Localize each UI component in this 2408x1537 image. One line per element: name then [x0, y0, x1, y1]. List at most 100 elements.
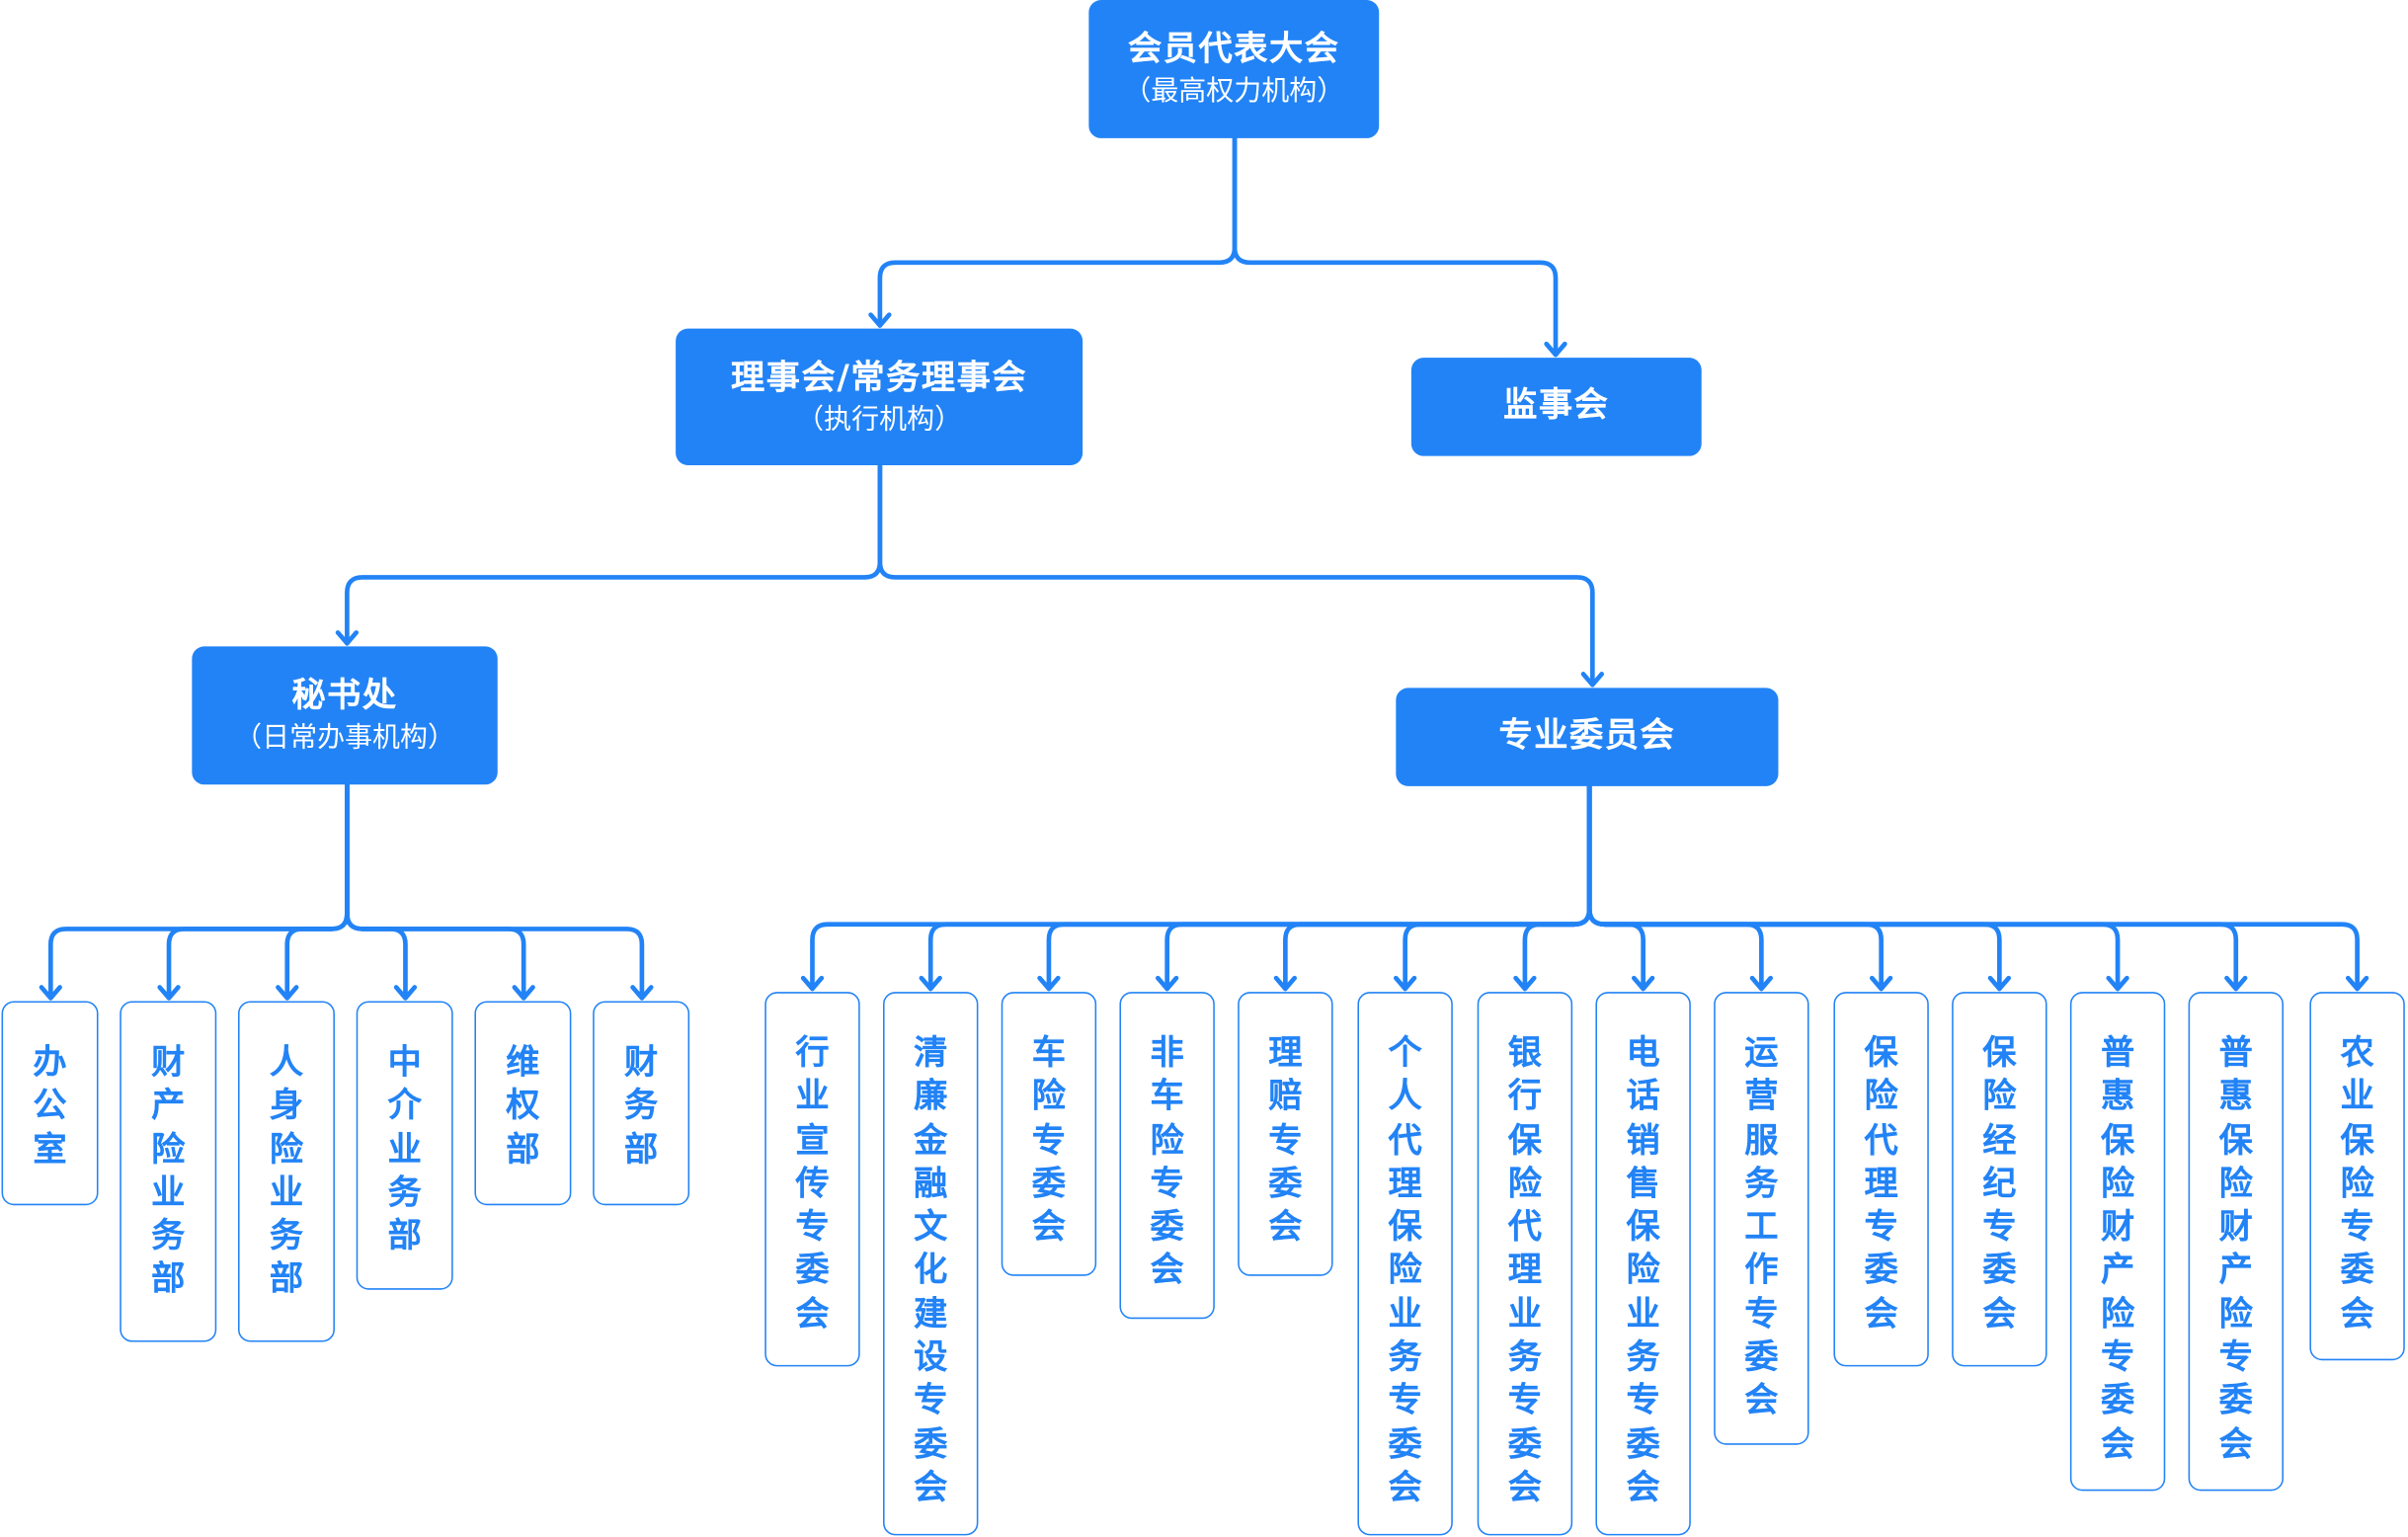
arrow-head	[1580, 672, 1604, 688]
connector	[927, 783, 1592, 992]
connector	[877, 462, 1595, 688]
committee-box: 非车险专委会	[1119, 992, 1215, 1320]
committee-label: 行业宣传专委会	[795, 1034, 830, 1335]
council-title: 理事会/常务理事会	[731, 358, 1028, 397]
arrow-head	[1273, 975, 1298, 992]
connector	[1586, 783, 1884, 992]
department-box: 中介业务部	[356, 1001, 453, 1290]
connector	[166, 781, 350, 1001]
committee-label: 非车险专委会	[1150, 1034, 1184, 1291]
arrow-head	[630, 985, 654, 1001]
node-supervisory-board: 监事会	[1410, 358, 1702, 456]
arrow-head	[1987, 975, 2012, 992]
arrow-head	[1631, 975, 1655, 992]
connector	[1046, 783, 1592, 992]
committee-label: 普惠保险财产险专委会	[2100, 1034, 2135, 1465]
committee-label: 运营服务工作专委会	[1744, 1034, 1779, 1421]
connector	[1586, 783, 2002, 992]
council-subtitle: （执行机构）	[796, 403, 963, 436]
arrow-head	[1544, 341, 1567, 358]
department-box: 财产险业务部	[120, 1001, 217, 1342]
node-council: 理事会/常务理事会 （执行机构）	[676, 328, 1084, 465]
arrow-head	[800, 975, 825, 992]
committee-box: 保险代理专委会	[1833, 992, 1929, 1367]
department-label: 财务部	[624, 1043, 659, 1170]
department-box: 办公室	[1, 1001, 99, 1206]
node-special-committees: 专业委员会	[1396, 688, 1779, 786]
connector	[47, 781, 350, 1001]
arrow-head	[1869, 975, 1893, 992]
connector	[1586, 783, 2360, 992]
general-assembly-title: 会员代表大会	[1127, 31, 1340, 69]
connector	[1232, 135, 1559, 358]
connector	[1586, 783, 2239, 992]
committee-label: 电话销售保险业务专委会	[1626, 1034, 1660, 1508]
committee-label: 银行保险代理业务专委会	[1507, 1034, 1543, 1508]
secretariat-subtitle: （日常办事机构）	[234, 721, 455, 755]
committee-label: 清廉金融文化建设专委会	[914, 1034, 948, 1508]
arrow-head	[2224, 975, 2248, 992]
department-label: 中介业务部	[387, 1043, 422, 1256]
arrow-head	[1393, 975, 1417, 992]
department-label: 办公室	[33, 1043, 67, 1170]
committee-label: 保险代理专委会	[1864, 1034, 1898, 1335]
arrow-head	[512, 985, 535, 1001]
committee-box: 普惠保险财产险专委会	[2069, 992, 2166, 1492]
committee-label: 保险经纪专委会	[1982, 1034, 2017, 1335]
connector	[345, 781, 645, 1001]
committee-box: 车险专委会	[1001, 992, 1097, 1276]
connector	[284, 781, 350, 1001]
arrow-head	[1749, 975, 1774, 992]
department-label: 维权部	[506, 1043, 540, 1170]
arrow-head	[1155, 975, 1179, 992]
department-box: 人身险业务部	[237, 1001, 335, 1342]
department-label: 人身险业务部	[269, 1043, 304, 1300]
committee-box: 理赔专委会	[1238, 992, 1333, 1276]
committee-label: 农业保险专委会	[2340, 1034, 2374, 1335]
arrow-head	[2345, 975, 2369, 992]
connector	[345, 781, 526, 1001]
arrow-head	[39, 985, 62, 1001]
supervisory-board-title: 监事会	[1503, 386, 1610, 426]
connector	[345, 462, 883, 646]
arrow-head	[919, 975, 942, 992]
arrow-head	[276, 985, 299, 1001]
committee-box: 银行保险代理业务专委会	[1477, 992, 1573, 1536]
committee-box: 电话销售保险业务专委会	[1595, 992, 1691, 1536]
committee-label: 个人代理保险业务专委会	[1388, 1034, 1422, 1508]
secretariat-title: 秘书处	[291, 677, 398, 716]
node-general-assembly: 会员代表大会 （最高权力机构）	[1088, 0, 1380, 138]
connector	[1283, 783, 1592, 992]
department-box: 财务部	[593, 1001, 690, 1206]
connector	[1586, 783, 1764, 992]
connector	[1522, 783, 1592, 992]
arrow-head	[1513, 975, 1537, 992]
committee-label: 车险专委会	[1031, 1034, 1067, 1248]
committee-box: 个人代理保险业务专委会	[1357, 992, 1453, 1536]
committee-box: 农业保险专委会	[2309, 992, 2405, 1361]
arrow-head	[335, 630, 360, 646]
arrow-head	[2106, 975, 2129, 992]
committee-label: 理赔专委会	[1268, 1034, 1303, 1248]
arrow-head	[1037, 975, 1061, 992]
committee-box: 清廉金融文化建设专委会	[883, 992, 979, 1536]
committee-box: 行业宣传专委会	[764, 992, 860, 1367]
connector	[877, 135, 1238, 328]
connector	[1586, 783, 2121, 992]
department-box: 维权部	[474, 1001, 572, 1206]
special-committees-title: 专业委员会	[1498, 716, 1676, 756]
connector	[345, 781, 408, 1001]
node-secretariat: 秘书处 （日常办事机构）	[192, 646, 498, 785]
connector	[1403, 783, 1592, 992]
committee-box: 普惠保险财产险专委会	[2188, 992, 2284, 1492]
committee-box: 保险经纪专委会	[1952, 992, 2047, 1367]
general-assembly-subtitle: （最高权力机构）	[1123, 75, 1345, 108]
department-label: 财产险业务部	[151, 1043, 186, 1300]
arrow-head	[393, 985, 418, 1001]
committee-box: 运营服务工作专委会	[1714, 992, 1809, 1445]
arrow-head	[868, 312, 892, 328]
connector	[1586, 783, 1645, 992]
arrow-head	[157, 985, 181, 1001]
